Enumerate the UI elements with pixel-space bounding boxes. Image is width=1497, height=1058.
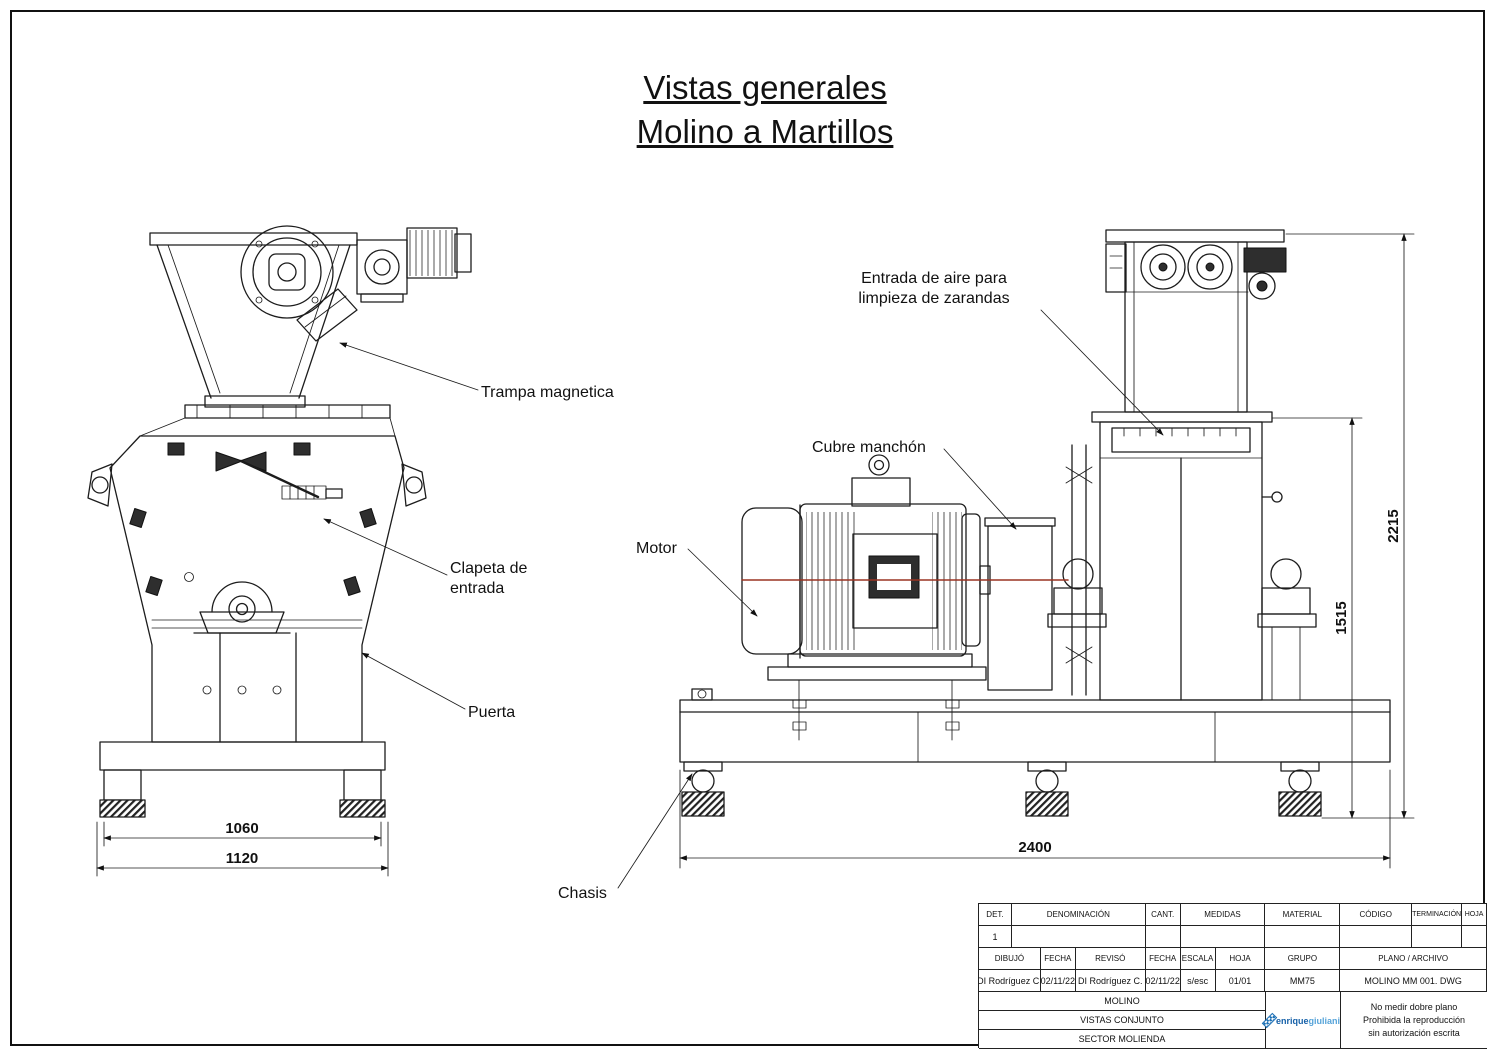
dim-2400: 2400 bbox=[1018, 839, 1051, 856]
tb-hoja1-value bbox=[1462, 926, 1488, 948]
chassis-frame bbox=[679, 688, 1391, 763]
dim-1060: 1060 bbox=[225, 820, 258, 837]
side-view-dimensions bbox=[679, 233, 1415, 869]
tb-header-codigo: CÓDIGO bbox=[1340, 904, 1413, 926]
label-entrada-aire-line1: Entrada de aire para bbox=[861, 270, 1007, 287]
pillow-block-bearing bbox=[184, 572, 291, 634]
tb-medidas-value bbox=[1180, 926, 1266, 948]
tb-project-molino: MOLINO bbox=[979, 992, 1266, 1011]
dim-1515: 1515 bbox=[1333, 601, 1350, 634]
label-entrada-aire-line2: limpieza de zarandas bbox=[858, 290, 1009, 307]
label-clapeta-line2: entrada bbox=[450, 580, 504, 597]
tb-header-dibujo: DIBUJÓ bbox=[979, 948, 1041, 970]
motor-body bbox=[741, 454, 991, 741]
callout-leaders bbox=[323, 309, 1164, 889]
tb-grupo-value: MM75 bbox=[1265, 970, 1341, 992]
tb-header-medidas: MEDIDAS bbox=[1180, 904, 1266, 926]
brand-name-bold: enrique bbox=[1275, 1016, 1309, 1026]
label-trampa-magnetica: Trampa magnetica bbox=[481, 384, 614, 401]
tb-header-grupo: GRUPO bbox=[1265, 948, 1341, 970]
tb-fecha1-value: 02/11/22 bbox=[1040, 970, 1076, 992]
tb-det-value: 1 bbox=[979, 926, 1012, 948]
title-block: DET. DENOMINACIÓN CANT. MEDIDAS MATERIAL… bbox=[978, 903, 1488, 1049]
tb-header-fecha2: FECHA bbox=[1145, 948, 1181, 970]
feed-flange bbox=[240, 225, 334, 319]
inlet-flap-linkage bbox=[215, 451, 343, 500]
label-chasis: Chasis bbox=[558, 885, 607, 902]
tb-header-plano-archivo: PLANO / ARCHIVO bbox=[1340, 948, 1488, 970]
label-cubre-manchon: Cubre manchón bbox=[812, 439, 926, 456]
drawing-title-line2: Molino a Martillos bbox=[636, 113, 894, 150]
tb-header-escala: ESCALA bbox=[1180, 948, 1216, 970]
tb-escala-value: s/esc bbox=[1180, 970, 1216, 992]
legal-note-line3: sin autorización escrita bbox=[1368, 1027, 1460, 1038]
front-base bbox=[99, 741, 386, 818]
label-motor: Motor bbox=[636, 540, 678, 557]
tb-hoja2-value: 01/01 bbox=[1215, 970, 1266, 992]
tb-plano-archivo-value: MOLINO MM 001. DWG bbox=[1340, 970, 1488, 992]
tb-header-reviso: REVISÓ bbox=[1075, 948, 1146, 970]
label-clapeta-line1: Clapeta de bbox=[450, 560, 527, 577]
front-view-mill bbox=[87, 225, 472, 818]
top-discharge-assembly bbox=[1105, 229, 1287, 413]
tb-header-material: MATERIAL bbox=[1265, 904, 1341, 926]
tb-header-hoja1: HOJA bbox=[1462, 904, 1488, 926]
tb-header-cant: CANT. bbox=[1145, 904, 1181, 926]
legal-note-line1: No medir dobre plano bbox=[1370, 1001, 1458, 1012]
side-view-assembly bbox=[679, 229, 1391, 817]
tb-header-denominacion: DENOMINACIÓN bbox=[1011, 904, 1146, 926]
drawing-title: Vistas generales Molino a Martillos bbox=[520, 66, 1010, 154]
tb-fecha2-value: 02/11/22 bbox=[1145, 970, 1181, 992]
chassis-feet bbox=[681, 761, 1322, 817]
hopper-gearmotor bbox=[356, 227, 472, 303]
tb-codigo-value bbox=[1340, 926, 1413, 948]
tb-cant-value bbox=[1145, 926, 1181, 948]
tb-denominacion-value bbox=[1011, 926, 1146, 948]
magnetic-trap-chute bbox=[296, 288, 358, 342]
dim-1120: 1120 bbox=[226, 850, 259, 867]
tb-header-hoja2: HOJA bbox=[1215, 948, 1266, 970]
tb-project-vistas: VISTAS CONJUNTO bbox=[979, 1011, 1266, 1030]
mill-housing bbox=[1047, 411, 1317, 701]
tb-project-sector: SECTOR MOLIENDA bbox=[979, 1030, 1266, 1049]
dim-2215: 2215 bbox=[1385, 509, 1402, 542]
company-logo: enriquegiuliani bbox=[1261, 992, 1341, 1049]
front-view-dimensions bbox=[96, 821, 389, 877]
brand-name-light: giuliani bbox=[1308, 1016, 1341, 1026]
legal-notes: No medir dobre plano Prohibida la reprod… bbox=[1341, 992, 1487, 1049]
tb-dibujo-value: DI Rodríguez C. bbox=[979, 970, 1041, 992]
legal-note-line2: Prohibida la reproducción bbox=[1362, 1014, 1466, 1025]
tb-header-det: DET. bbox=[979, 904, 1012, 926]
tb-terminacion-value bbox=[1412, 926, 1463, 948]
tb-header-terminacion: TERMINACIÓN bbox=[1412, 904, 1463, 926]
tb-reviso-value: DI Rodríguez C. bbox=[1075, 970, 1146, 992]
coupling-cover bbox=[984, 517, 1056, 691]
drawing-title-line1: Vistas generales bbox=[643, 69, 887, 106]
tb-material-value bbox=[1265, 926, 1341, 948]
tb-header-fecha1: FECHA bbox=[1040, 948, 1076, 970]
label-puerta: Puerta bbox=[468, 704, 515, 721]
